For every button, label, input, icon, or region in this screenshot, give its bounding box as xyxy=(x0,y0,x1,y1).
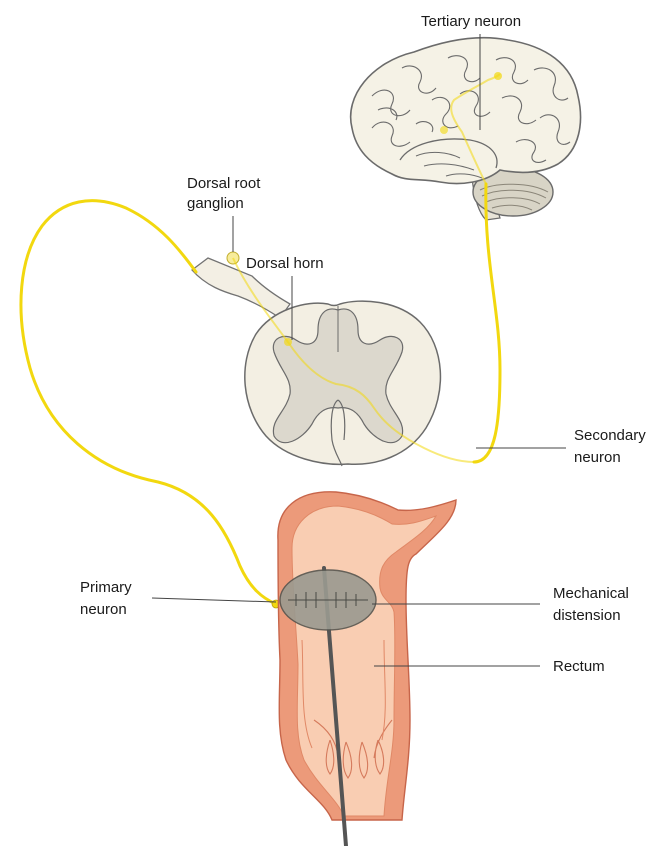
label-primary-neuron-line2: neuron xyxy=(80,601,127,618)
label-secondary-neuron-line2: neuron xyxy=(574,449,621,466)
label-dorsal-root-ganglion-line1: Dorsal root xyxy=(187,175,261,192)
tertiary-neuron-terminal xyxy=(494,72,502,80)
brain xyxy=(351,38,581,220)
label-rectum: Rectum xyxy=(553,658,605,675)
distension-balloon xyxy=(280,570,376,630)
leader-primary-neuron xyxy=(152,598,276,602)
label-mechanical-distension-line2: distension xyxy=(553,607,621,624)
label-dorsal-horn: Dorsal horn xyxy=(246,255,324,272)
label-tertiary-neuron: Tertiary neuron xyxy=(421,13,521,30)
label-mechanical-distension-line1: Mechanical xyxy=(553,585,629,602)
rectum xyxy=(278,492,456,820)
label-secondary-neuron-line1: Secondary xyxy=(574,427,646,444)
label-dorsal-root-ganglion-line2: ganglion xyxy=(187,195,244,212)
label-primary-neuron-line1: Primary xyxy=(80,579,132,596)
secondary-neuron-ascending xyxy=(474,184,500,462)
tertiary-neuron-cell-body xyxy=(440,126,448,134)
